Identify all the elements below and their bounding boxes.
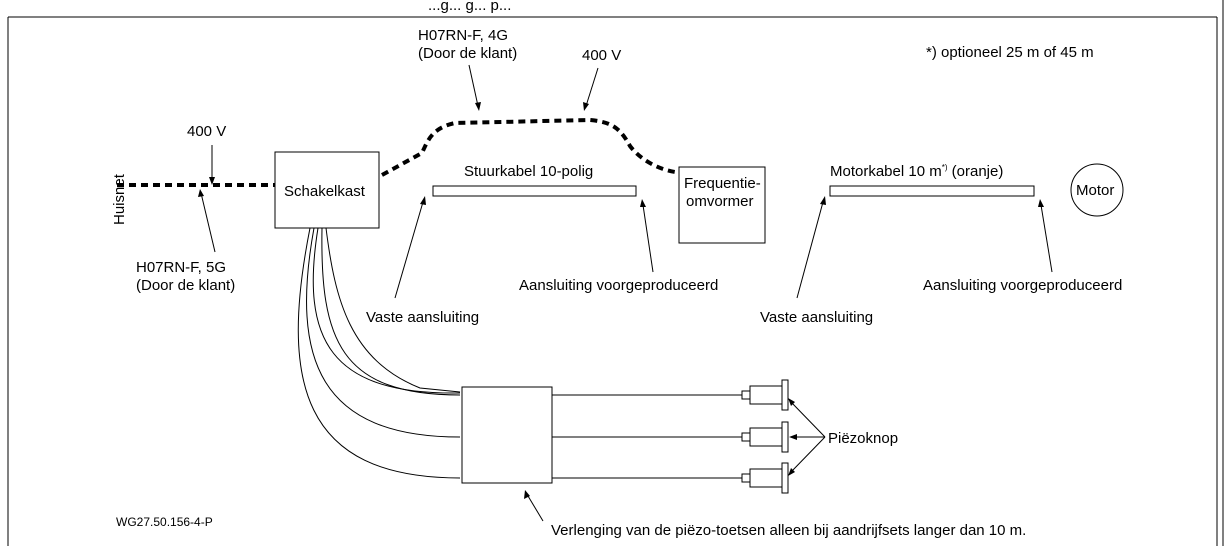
- cable-mains-line2: (Door de klant): [136, 277, 235, 294]
- drawing-id: WG27.50.156-4-P: [116, 515, 213, 529]
- cable-mains-line1: H07RN-F, 5G: [136, 259, 226, 276]
- cable-top-arrow: [468, 64, 479, 107]
- piezo-button-3: [741, 462, 789, 494]
- top-cable: [381, 117, 676, 177]
- piezo-pointer-2-head: [789, 434, 797, 440]
- schakelkast-label: Schakelkast: [284, 183, 366, 200]
- stuurkabel-label: Stuurkabel 10-polig: [464, 163, 593, 180]
- motor-label: Motor: [1076, 182, 1114, 199]
- voltage-top-label: 400 V: [582, 47, 621, 64]
- frequentie-omvormer-box: [678, 166, 766, 244]
- vaste-2-arrow: [796, 201, 824, 299]
- vaste-2-arrowhead: [820, 196, 826, 205]
- piezo-button-2: [741, 421, 789, 453]
- aansluiting-2-arrowhead: [1038, 199, 1044, 207]
- voltage-top-arrowhead: [583, 102, 589, 111]
- aansluiting-2-arrow: [1040, 204, 1053, 273]
- cable-top-line1: H07RN-F, 4G: [418, 27, 508, 44]
- wire-2: [306, 227, 461, 438]
- stuurkabel-bar: [432, 185, 637, 197]
- aansluiting-1-arrow: [642, 204, 654, 273]
- motorkabel-bar: [829, 185, 1035, 197]
- motorkabel-text-a: Motorkabel 10 m: [830, 163, 942, 180]
- frequentie-line2: omvormer: [686, 193, 754, 210]
- piezo-pointer-3: [790, 436, 826, 473]
- piezo-button-1: [741, 379, 789, 411]
- vaste-1-arrowhead: [420, 196, 426, 205]
- wire-5: [325, 227, 461, 393]
- huisnet-label: Huisnet: [111, 173, 128, 225]
- vaste-1-arrow: [394, 201, 424, 299]
- voltage-mains-arrowhead: [209, 177, 215, 185]
- motorkabel-text-b: (oranje): [948, 163, 1004, 180]
- wire-3: [297, 227, 461, 479]
- aansluiting-1-arrowhead: [640, 199, 646, 207]
- cable-top-line2: (Door de klant): [418, 45, 517, 62]
- motorkabel-superscript: *): [942, 163, 948, 172]
- piezo-pointer-1: [790, 401, 826, 438]
- header-partial-title: ...g... g... p...: [428, 0, 511, 14]
- frequentie-line1: Frequentie-: [684, 175, 761, 192]
- cable-mains-arrowhead: [198, 189, 204, 197]
- wire-1: [312, 227, 461, 394]
- wire-4: [321, 227, 461, 396]
- cable-top-arrowhead: [475, 102, 481, 111]
- piezo-pointer-1-head: [788, 398, 795, 406]
- piezo-pointer-3-head: [788, 468, 795, 476]
- voltage-mains-label: 400 V: [187, 123, 226, 140]
- optional-note: *) optioneel 25 m of 45 m: [926, 44, 1094, 61]
- aansluiting-voorgeproduceerd-2: Aansluiting voorgeproduceerd: [923, 277, 1122, 294]
- vaste-aansluiting-2: Vaste aansluiting: [760, 309, 873, 326]
- voltage-top-arrow: [585, 67, 599, 107]
- piezoknop-label: Piëzoknop: [828, 430, 898, 447]
- motor-circle: [1070, 163, 1124, 217]
- aansluiting-voorgeproduceerd-1: Aansluiting voorgeproduceerd: [519, 277, 718, 294]
- vaste-aansluiting-1: Vaste aansluiting: [366, 309, 479, 326]
- verlenging-arrow: [527, 495, 544, 522]
- extension-box: [461, 386, 553, 484]
- motorkabel-label: Motorkabel 10 m*) (oranje): [830, 163, 1003, 180]
- schakelkast-box: [274, 151, 380, 229]
- verlenging-arrowhead: [524, 490, 530, 499]
- cable-mains-arrow: [200, 192, 216, 253]
- verlenging-note: Verlenging van de piëzo-toetsen alleen b…: [551, 522, 1026, 539]
